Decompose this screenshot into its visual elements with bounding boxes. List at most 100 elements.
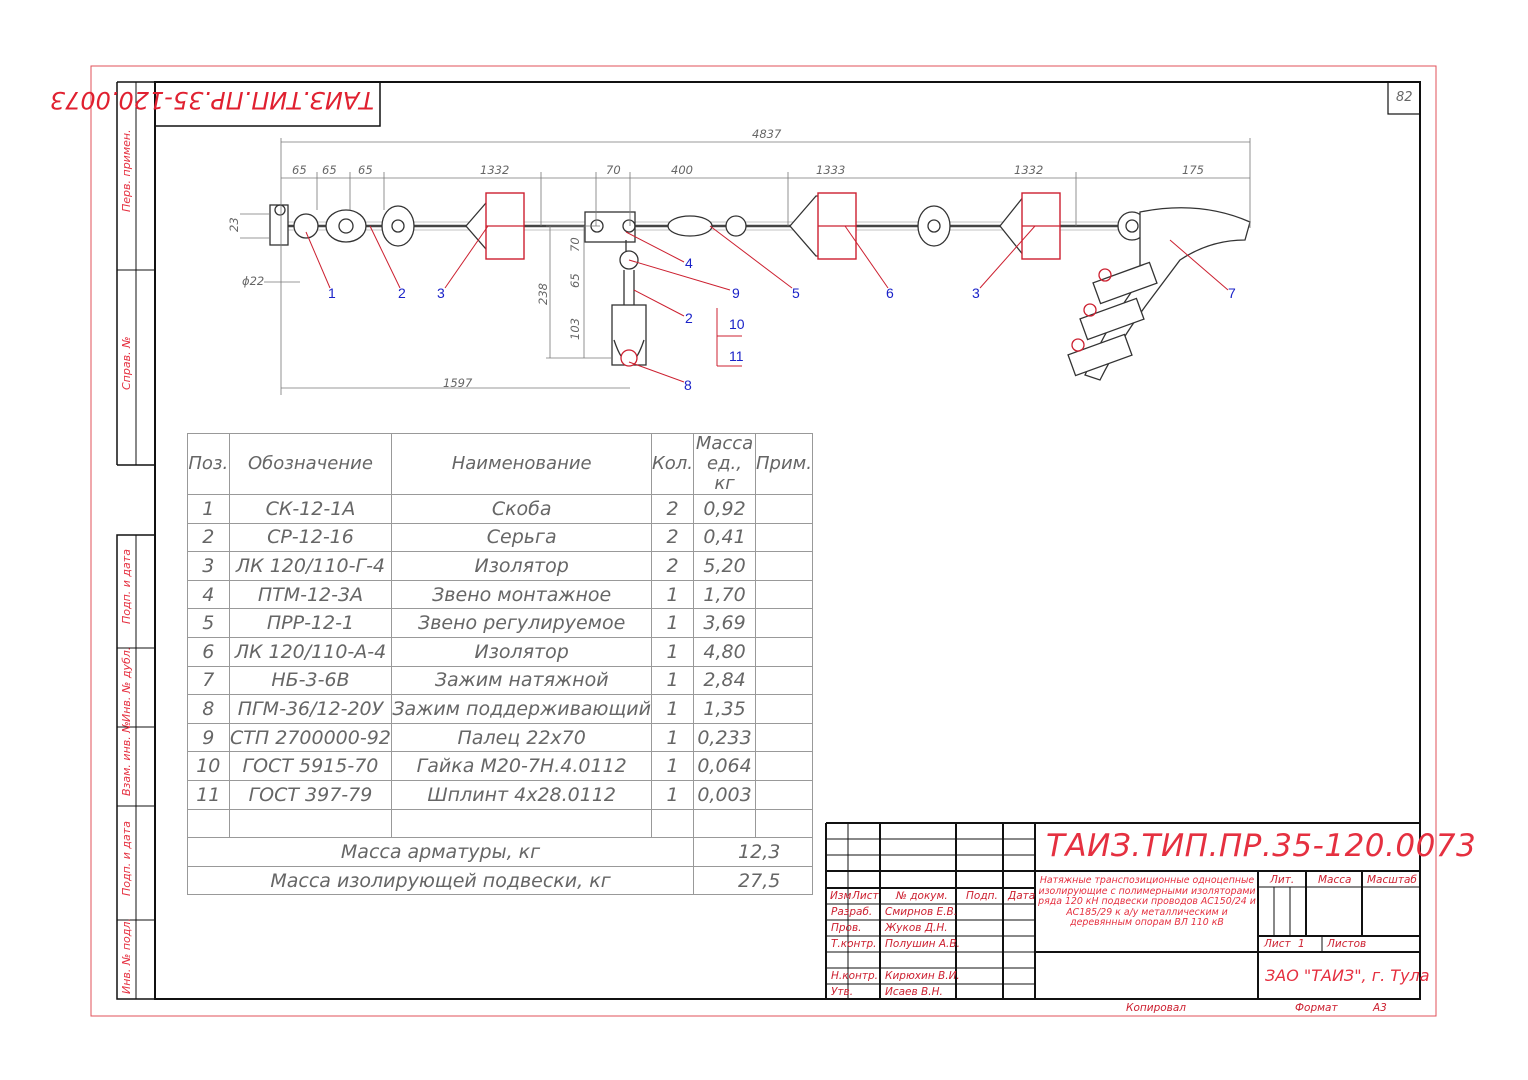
trim-border	[90, 65, 1437, 1017]
spec-cell-note	[755, 665, 813, 696]
spec-cell-pos: 8	[187, 694, 230, 724]
role-label: Н.контр.	[831, 970, 878, 982]
spec-cell-designation: СК-12-1А	[228, 494, 393, 524]
title-block-grid	[825, 822, 1420, 999]
desc-line-2: изолирующие с полимерными изоляторами	[1038, 885, 1256, 897]
desc-line-3: ряда 120 кН подвески проводов АС150/24 и	[1038, 896, 1256, 907]
desc-line-4: АС185/29 к а/у металлическим и	[1066, 906, 1228, 918]
side-label-inv-dubl: Инв. № дубл.	[120, 646, 133, 722]
spec-cell-empty	[755, 808, 813, 839]
spec-cell-designation: ПГМ-36/12-20У	[228, 694, 393, 724]
callout-1: 1	[328, 285, 336, 301]
svg-text:103: 103	[568, 318, 582, 340]
svg-text:1333: 1333	[816, 163, 845, 177]
svg-text:175: 175	[1182, 163, 1204, 177]
sheet-number: 82	[1396, 90, 1413, 105]
title-block-description: Натяжные транспозиционные одноцепные изо…	[1036, 875, 1258, 929]
title-block-code: ТАИЗ.ТИП.ПР.35-120.0073	[1046, 828, 1477, 864]
svg-text:65: 65	[568, 273, 582, 288]
callout-10: 10	[729, 316, 745, 332]
dimension-lines	[240, 138, 1251, 395]
spec-cell-pos: 2	[187, 522, 230, 553]
spec-cell-note	[755, 551, 813, 581]
spec-cell-mass: 0,41	[693, 522, 757, 553]
role-name: Кирюхин В.И.	[885, 970, 960, 982]
spec-cell-empty	[693, 808, 757, 839]
hdr-mass: Масса ед., кг	[693, 433, 757, 495]
callout-6: 6	[886, 285, 894, 301]
desc-line-5: деревянным опорам ВЛ 110 кВ	[1070, 917, 1224, 928]
massa-label: Масса	[1318, 874, 1352, 886]
hdr-pos: Поз.	[187, 433, 230, 495]
spec-cell-mass: 1,35	[693, 694, 757, 724]
spec-cell-empty	[650, 808, 695, 839]
role-name: Смирнов Е.В.	[885, 906, 958, 918]
drawing-code-rotated: ТАИЗ.ТИП.ПР.35-120.0073	[49, 86, 374, 114]
spec-cell-designation: ЛК 120/110-А-4	[228, 636, 393, 667]
company-name: ЗАО "ТАИЗ", г. Тула	[1265, 966, 1430, 985]
format-label: Формат	[1295, 1002, 1338, 1014]
spec-cell-mass: 5,20	[693, 551, 757, 581]
svg-text:1332: 1332	[1014, 163, 1043, 177]
spec-cell-name: Палец 22х70	[391, 722, 652, 753]
list-label: Лист	[1264, 938, 1291, 950]
side-label-sprav: Справ. №	[120, 336, 133, 390]
spec-cell-qty: 1	[650, 579, 695, 610]
svg-text:65: 65	[358, 163, 373, 177]
svg-text:65: 65	[322, 163, 337, 177]
kopiroval-label: Копировал	[1126, 1002, 1186, 1014]
spec-table: Поз. Обозначение Наименование Кол. Масса…	[186, 433, 813, 896]
side-label-inv-podl: Инв. № подл.	[120, 918, 133, 994]
spec-cell-pos: 1	[187, 494, 230, 524]
spec-cell-note	[755, 579, 813, 610]
spec-cell-qty: 1	[650, 636, 695, 667]
col-docnum: № докум.	[896, 890, 948, 902]
listov-label: Листов	[1327, 938, 1367, 950]
spec-cell-note	[755, 608, 813, 638]
role-label: Разраб.	[831, 906, 873, 918]
spec-cell-name: Шплинт 4х28.0112	[391, 779, 652, 810]
svg-text:ϕ22: ϕ22	[242, 274, 264, 288]
spec-cell-note	[755, 779, 813, 810]
callout-8: 8	[684, 377, 692, 393]
spec-cell-name: Изолятор	[391, 636, 652, 667]
spec-cell-name: Звено монтажное	[391, 579, 652, 610]
spec-cell-mass: 4,80	[693, 636, 757, 667]
hdr-name: Наименование	[391, 433, 652, 495]
mass-armatura-label: Масса арматуры, кг	[186, 837, 695, 867]
spec-cell-mass: 3,69	[693, 608, 757, 638]
spec-cell-pos: 5	[187, 608, 230, 638]
role-label: Т.контр.	[831, 938, 877, 950]
spec-cell-empty	[187, 808, 230, 839]
spec-cell-qty: 1	[650, 751, 695, 781]
spec-cell-pos: 6	[187, 636, 230, 667]
svg-text:70: 70	[568, 237, 582, 252]
side-strip	[116, 81, 156, 1000]
callout-3b: 3	[972, 285, 980, 301]
spec-cell-mass: 0,003	[693, 779, 757, 810]
spec-cell-mass: 0,064	[693, 751, 757, 781]
format-value: А3	[1373, 1002, 1387, 1014]
hdr-qty: Кол.	[650, 433, 695, 495]
spec-cell-note	[755, 751, 813, 781]
spec-header-row: Поз. Обозначение Наименование Кол. Масса…	[187, 433, 813, 495]
spec-cell-name: Гайка М20-7Н.4.0112	[391, 751, 652, 781]
svg-text:65: 65	[292, 163, 307, 177]
spec-cell-designation: НБ-3-6В	[228, 665, 393, 696]
callout-4: 4	[685, 255, 693, 271]
rotated-code-box	[154, 81, 381, 127]
role-label: Пров.	[831, 922, 862, 934]
mass-podveski-label: Масса изолирующей подвески, кг	[186, 865, 695, 896]
spec-cell-qty: 2	[650, 494, 695, 524]
callout-3: 3	[437, 285, 445, 301]
spec-cell-name: Зажим поддерживающий	[391, 694, 652, 724]
spec-cell-qty: 1	[650, 694, 695, 724]
spec-cell-note	[755, 722, 813, 753]
